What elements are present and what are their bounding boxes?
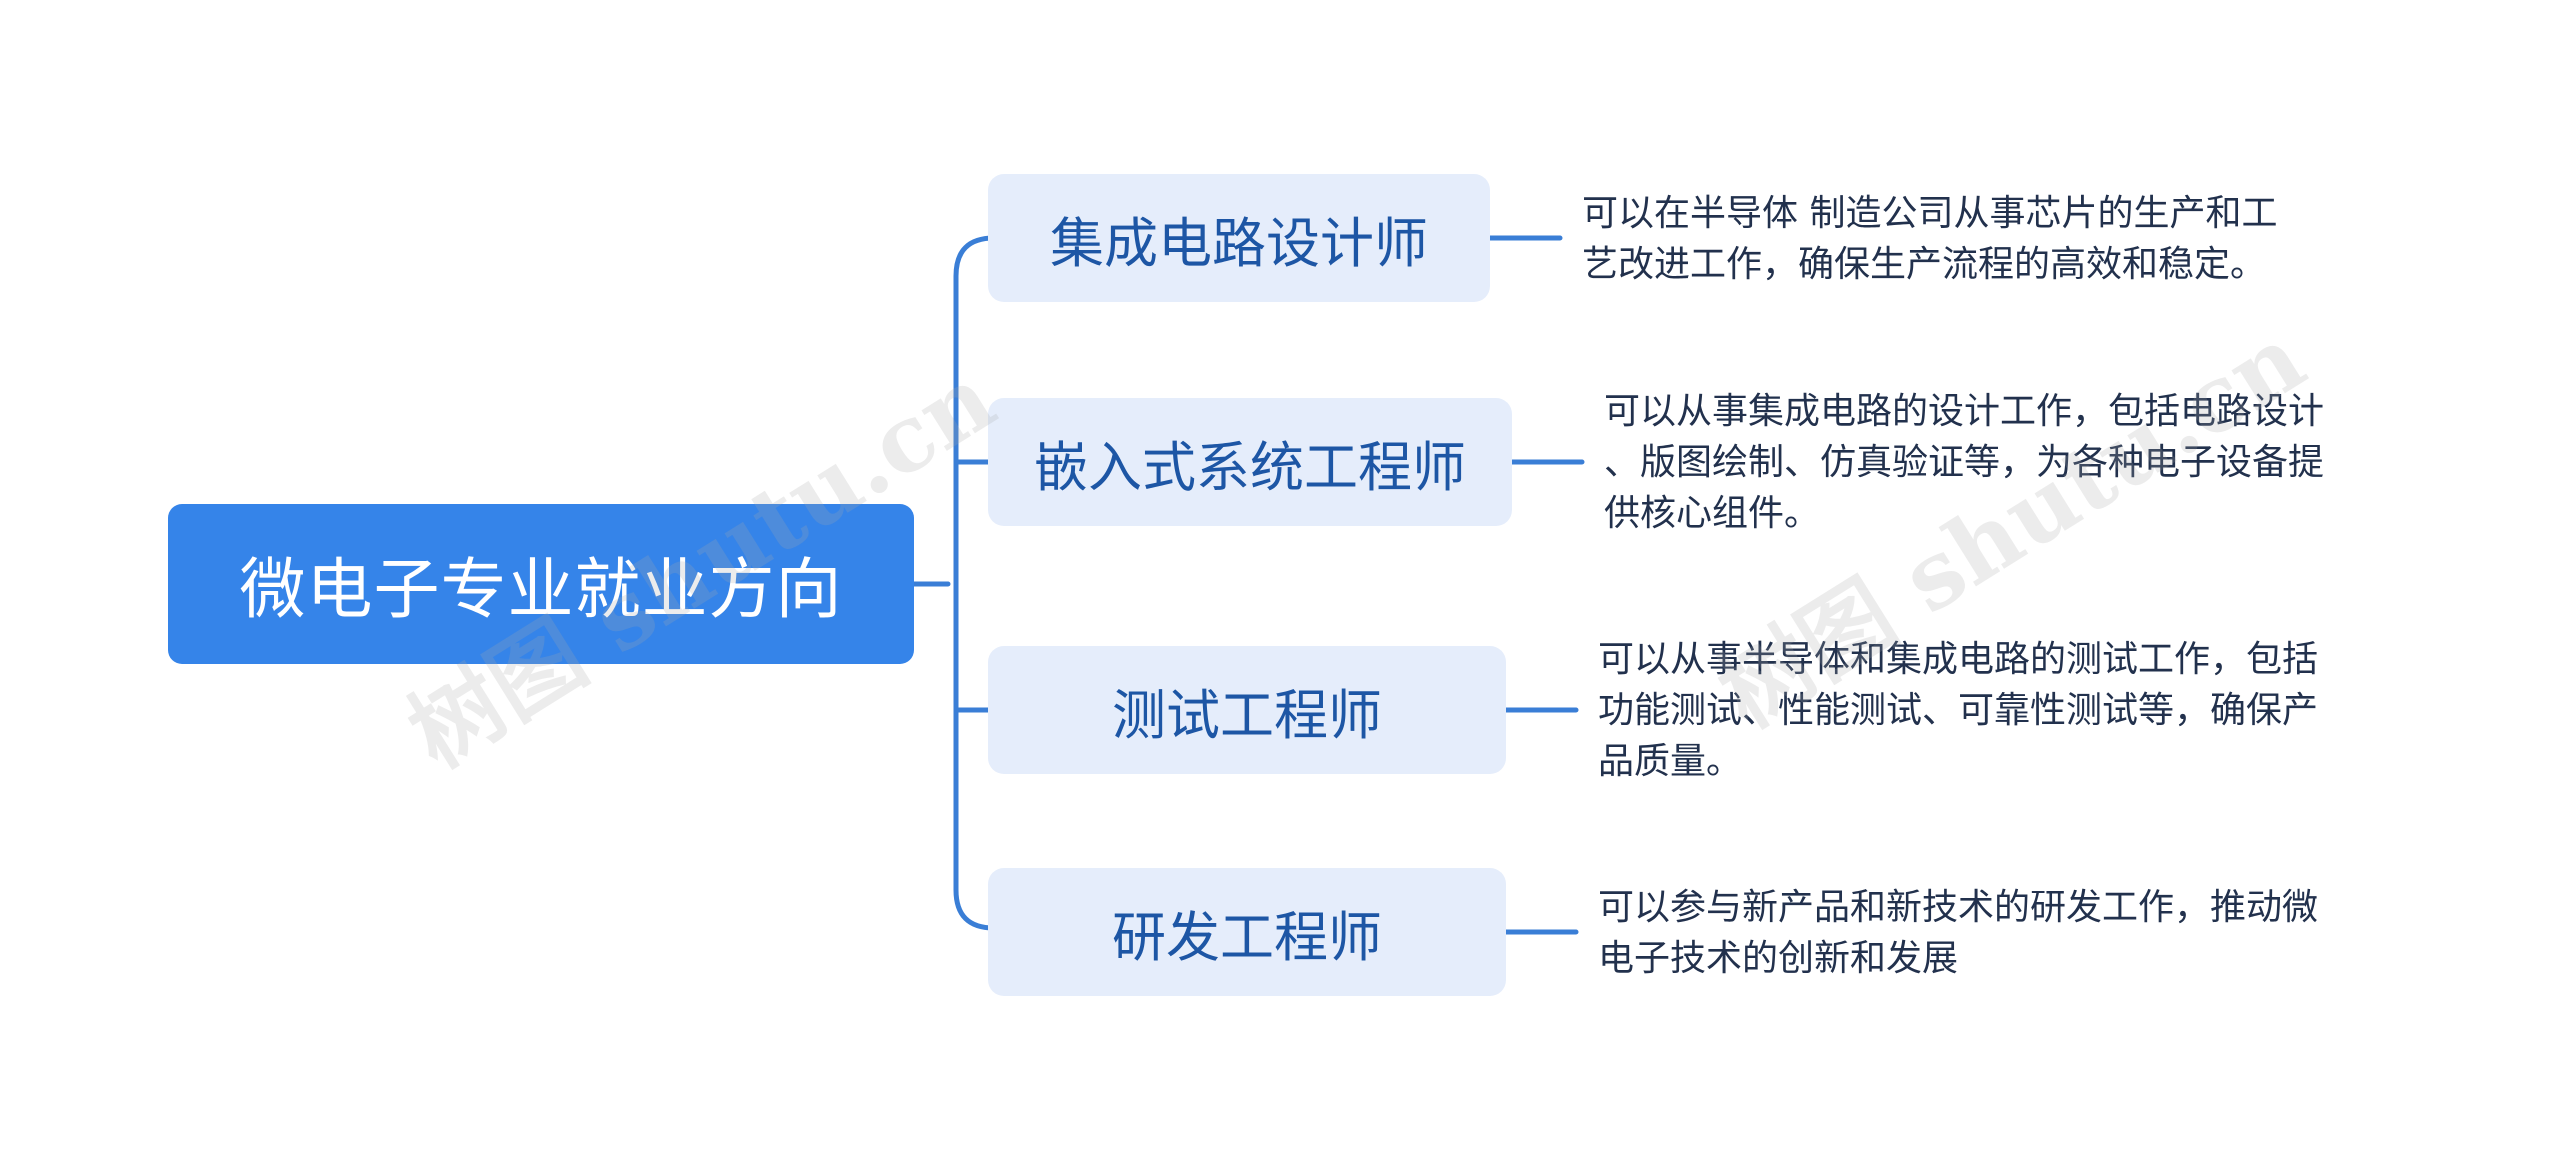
branch-node-ic-designer[interactable]: 集成电路设计师 bbox=[988, 174, 1490, 302]
branch-description: 可以参与新产品和新技术的研发工作，推动微 电子技术的创新和发展 bbox=[1598, 887, 2319, 979]
trunk-line bbox=[953, 235, 997, 931]
branch-label: 嵌入式系统工程师 bbox=[1034, 435, 1466, 499]
branch-description: 可以从事集成电路的设计工作，包括电路设计 、版图绘制、仿真验证等，为各种电子设备… bbox=[1604, 391, 2325, 534]
branch-label: 集成电路设计师 bbox=[1050, 211, 1428, 275]
branch-description: 可以从事半导体和集成电路的测试工作，包括 功能测试、性能测试、可靠性测试等，确保… bbox=[1598, 639, 2319, 782]
root-node[interactable]: 微电子专业就业方向 bbox=[168, 504, 914, 664]
root-label: 微电子专业就业方向 bbox=[239, 551, 843, 628]
branch-label: 研发工程师 bbox=[1112, 905, 1382, 969]
branch-node-test-engineer[interactable]: 测试工程师 bbox=[988, 646, 1506, 774]
branch-node-embedded-engineer[interactable]: 嵌入式系统工程师 bbox=[988, 398, 1512, 526]
branch-description: 可以在半导体 制造公司从事芯片的生产和工 艺改进工作，确保生产流程的高效和稳定。 bbox=[1582, 193, 2278, 285]
branch-label: 测试工程师 bbox=[1112, 683, 1382, 747]
branch-node-rd-engineer[interactable]: 研发工程师 bbox=[988, 868, 1506, 996]
